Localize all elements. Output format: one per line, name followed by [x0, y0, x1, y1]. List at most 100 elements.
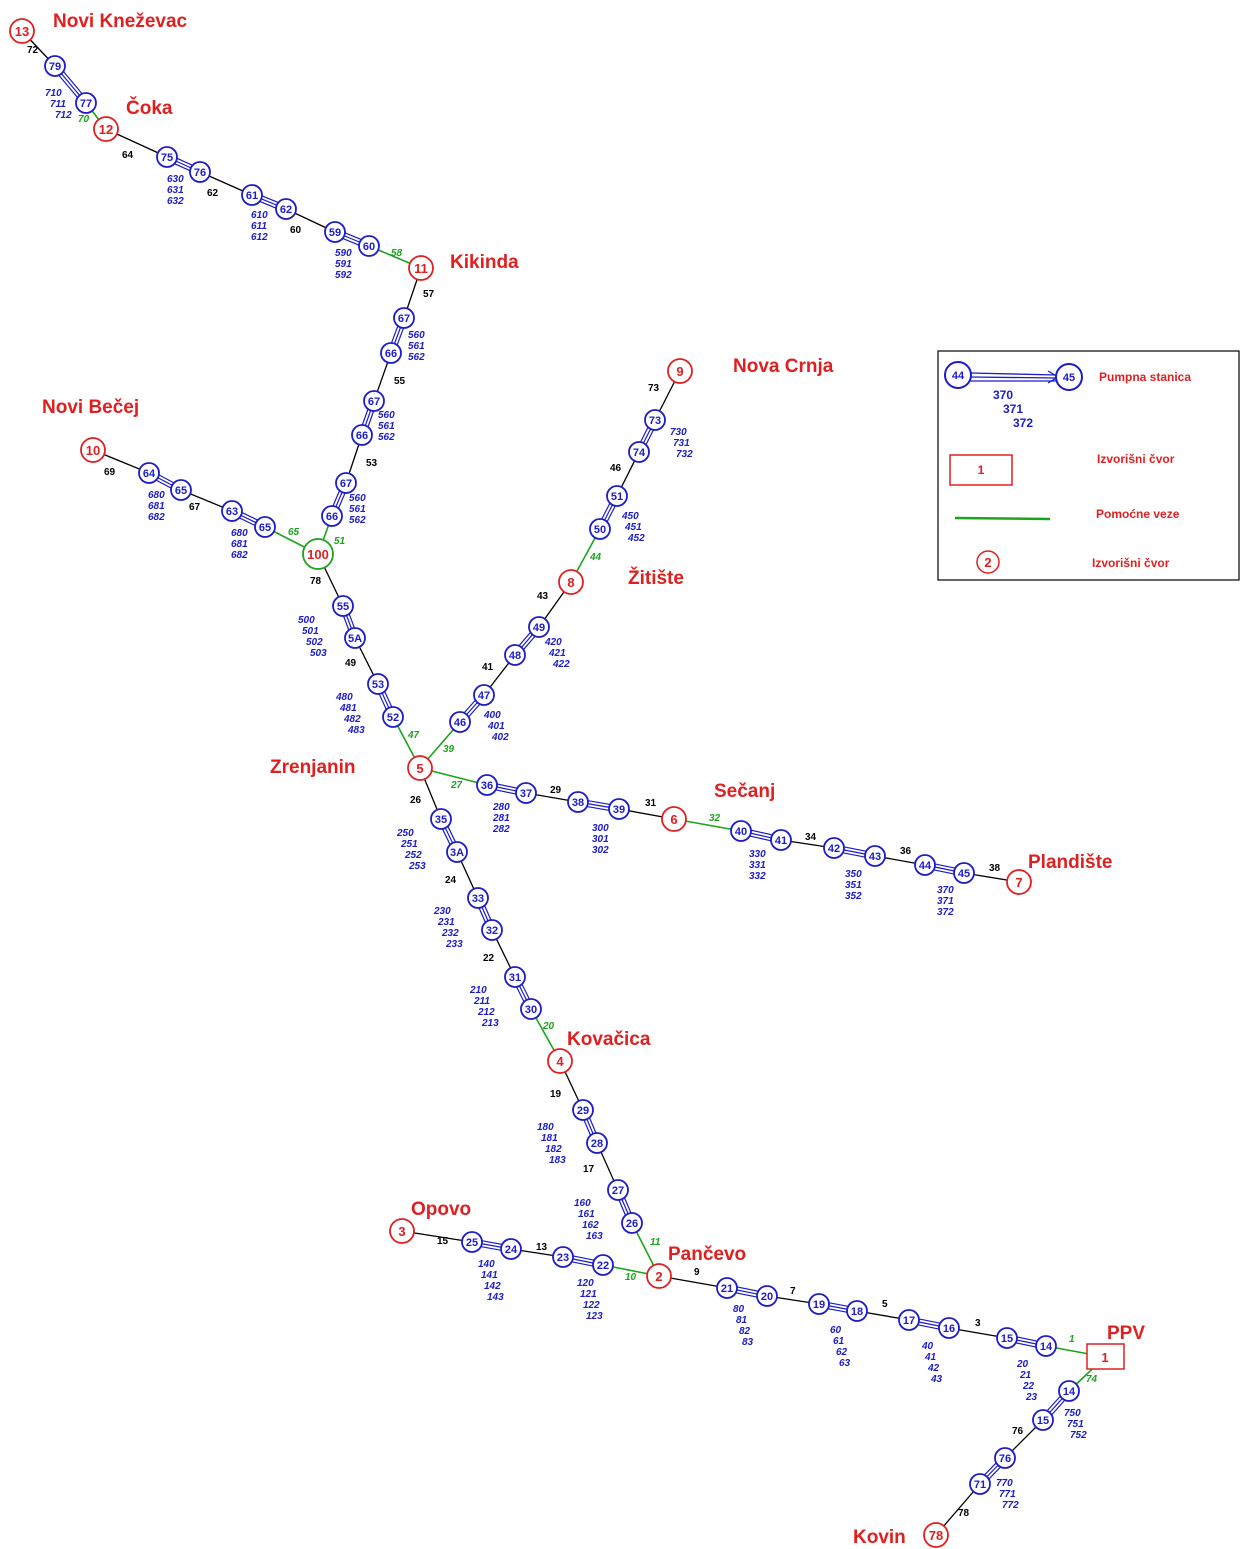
- pump-id-s560c-2: 562: [349, 515, 366, 526]
- pump-node-p65b: [254, 516, 276, 538]
- pump-node-label-p6: 76: [999, 1453, 1011, 1465]
- pump-id-s300-1: 301: [592, 834, 609, 845]
- city-label-zrenjanin: Zrenjanin: [270, 757, 356, 778]
- pump-node-p48: [504, 644, 526, 666]
- pump-id-s730-2: 732: [676, 449, 693, 460]
- pump-id-s500-3: 503: [310, 648, 327, 659]
- pump-id-s610-2: 612: [251, 232, 268, 243]
- pump-id-s250-1: 251: [400, 839, 418, 850]
- pump-id-s680b-1: 681: [231, 539, 248, 550]
- pipe-label-l29: 29: [550, 785, 562, 796]
- pump-id-s60-0: 60: [830, 1325, 842, 1336]
- pump-id-s450-1: 451: [624, 522, 642, 533]
- source-box-ppv-label: 1: [1101, 1350, 1108, 1365]
- source-node-label-n100: 100: [307, 547, 329, 562]
- pipe-label-l38: 38: [989, 863, 1001, 874]
- pipe-label-l49: 49: [345, 658, 357, 669]
- pump-node-p16: [938, 1317, 960, 1339]
- pump-node-label-p47: 47: [478, 690, 490, 702]
- pump-node-label-p34: 3A: [450, 847, 464, 859]
- source-node-n7: [1006, 869, 1032, 895]
- pump-node-label-p35: 35: [435, 814, 447, 826]
- source-node-label-n9: 9: [676, 364, 683, 379]
- source-node-label-n11: 11: [414, 261, 428, 276]
- pipe-label-l78: 78: [310, 576, 322, 587]
- source-node-n13: [9, 18, 35, 44]
- pipe-label-l17: 17: [583, 1164, 595, 1175]
- pump-id-s350-2: 352: [845, 891, 862, 902]
- pump-id-s20-1: 21: [1019, 1370, 1032, 1381]
- city-label-opovo: Opovo: [411, 1199, 471, 1220]
- pump-node-label-p54: 5A: [348, 633, 362, 645]
- source-node-n6: [661, 806, 687, 832]
- pump-node-p69: [363, 390, 385, 412]
- pump-id-s560b-1: 561: [378, 421, 395, 432]
- pump-node-label-p65: 65: [175, 485, 187, 497]
- pump-id-s230-2: 232: [441, 928, 459, 939]
- pipe-label-l39: 39: [443, 744, 455, 755]
- pump-id-s630-1: 631: [167, 185, 184, 196]
- pump-node-p50: [589, 518, 611, 540]
- pump-node-label-p70: 66: [385, 348, 397, 360]
- pump-id-s20-3: 23: [1025, 1392, 1038, 1403]
- pump-id-s60-2: 62: [836, 1347, 848, 1358]
- city-label-novi-becej: Novi Bečej: [42, 397, 139, 418]
- pump-id-s590-2: 592: [335, 270, 352, 281]
- pump-id-s500-1: 501: [302, 626, 319, 637]
- pipe-label-l3: 3: [975, 1318, 981, 1329]
- pump-node-label-p76: 76: [194, 167, 206, 179]
- pipe-label-l55: 55: [394, 376, 406, 387]
- source-node-label-n12: 12: [99, 122, 113, 137]
- pump-id-s400-1: 401: [487, 721, 505, 732]
- pump-id-s480-0: 480: [335, 692, 353, 703]
- source-node-label-n13: 13: [15, 24, 29, 39]
- pump-node-label-p16: 16: [943, 1323, 955, 1335]
- pump-id-s480-2: 482: [343, 714, 361, 725]
- pump-node-p77: [75, 92, 97, 114]
- pipe-label-l72: 72: [27, 45, 39, 56]
- pump-id-s40-3: 43: [930, 1374, 943, 1385]
- pipe-label-l57: 57: [423, 289, 435, 300]
- pipe-label-l64: 64: [122, 150, 134, 161]
- source-node-n8: [558, 569, 584, 595]
- legend-source-box-label: Izvorišni čvor: [1097, 452, 1175, 466]
- pipe-label-l74: 74: [1086, 1374, 1098, 1385]
- pump-node-p40: [730, 820, 752, 842]
- legend-pump-line-1: [969, 372, 1058, 376]
- pump-node-label-p17: 17: [903, 1315, 915, 1327]
- pump-node-label-p715: 15: [1037, 1415, 1049, 1427]
- pump-node-p54: [344, 627, 366, 649]
- pipe-label-l70: 70: [78, 114, 90, 125]
- legend-aux-line: [954, 516, 1051, 521]
- pump-node-p38: [567, 791, 589, 813]
- pump-id-s140-1: 141: [481, 1270, 498, 1281]
- pump-id-s480-3: 483: [347, 725, 365, 736]
- city-label-ppv: PPV: [1107, 1323, 1145, 1344]
- pipe-label-l7: 7: [790, 1286, 796, 1297]
- pump-node-label-p52: 52: [387, 712, 399, 724]
- pipe-label-l19: 19: [550, 1089, 562, 1100]
- pump-id-s750-2: 752: [1070, 1430, 1087, 1441]
- pump-id-s80-3: 83: [742, 1337, 754, 1348]
- pump-id-s710-1: 711: [50, 99, 66, 110]
- pump-node-p19: [808, 1293, 830, 1315]
- pump-node-p71k: [969, 1473, 991, 1495]
- pipe-label-l46: 46: [610, 463, 622, 474]
- pump-id-s350-0: 350: [845, 869, 862, 880]
- pump-node-p64: [138, 462, 160, 484]
- pump-node-p18: [846, 1300, 868, 1322]
- pipe-label-l9: 9: [694, 1267, 700, 1278]
- pump-node-label-p21: 21: [721, 1283, 733, 1295]
- pump-id-s480-1: 481: [339, 703, 357, 714]
- pump-node-label-p20: 20: [761, 1291, 773, 1303]
- pump-node-label-p63: 63: [226, 506, 238, 518]
- pump-id-s710-2: 712: [55, 110, 72, 121]
- source-node-n11: [408, 255, 434, 281]
- city-label-coka: Čoka: [126, 97, 173, 119]
- pump-id-s180-0: 180: [537, 1122, 554, 1133]
- pump-node-label-p46: 46: [454, 717, 466, 729]
- pipe-label-l11: 11: [650, 1237, 661, 1248]
- city-label-kovacica: Kovačica: [567, 1029, 651, 1050]
- pump-node-p60: [358, 235, 380, 257]
